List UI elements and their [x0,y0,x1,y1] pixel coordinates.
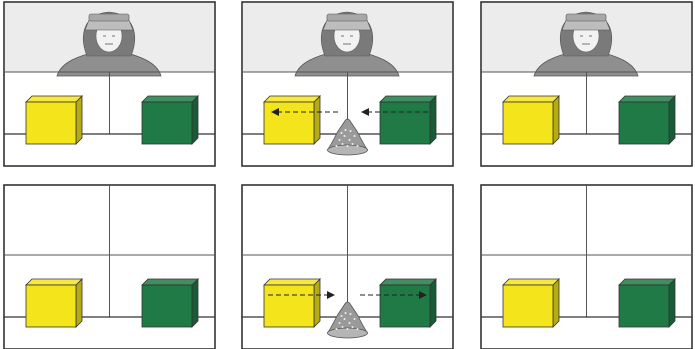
panel-r2-c3 [481,185,692,349]
yellow-cube-icon [264,96,320,144]
panel-r1-c1 [4,2,215,166]
yellow-cube-icon [503,279,559,327]
yellow-cube-icon [503,96,559,144]
yellow-cube-icon [26,96,82,144]
green-cube-icon [619,96,675,144]
panel-r1-c3 [481,2,692,166]
panel-r2-c1 [4,185,215,349]
panel-r1-c2 [242,2,453,166]
green-cube-icon [142,279,198,327]
yellow-cube-icon [264,279,320,327]
green-cube-icon [619,279,675,327]
yellow-cube-icon [26,279,82,327]
panel-r2-c2 [242,185,453,349]
green-cube-icon [380,279,436,327]
green-cube-icon [380,96,436,144]
green-cube-icon [142,96,198,144]
